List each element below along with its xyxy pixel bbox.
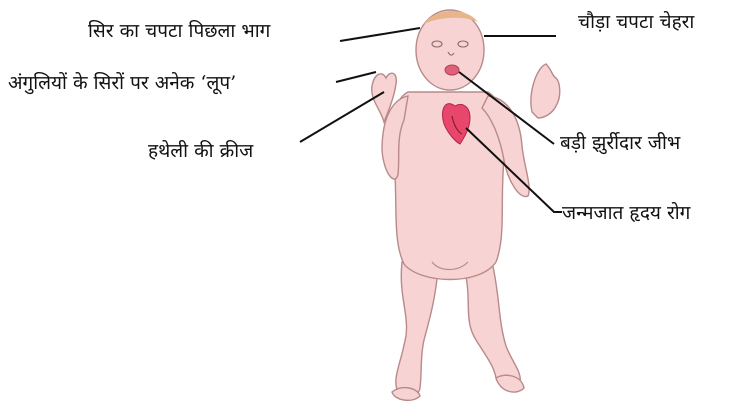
tongue-mouth	[445, 65, 459, 75]
right-leg	[462, 262, 520, 388]
label-tongue: बड़ी झुर्रीदार जीभ	[560, 134, 680, 153]
label-flat-face: चौड़ा चपटा चेहरा	[578, 13, 694, 32]
leader-finger-loops	[336, 72, 376, 82]
leader-palm-crease	[300, 92, 384, 142]
right-hand	[531, 64, 560, 118]
label-flat-back-head: सिर का चपटा पिछला भाग	[88, 22, 270, 41]
leader-flat-back-head	[340, 28, 420, 41]
label-finger-loops: अंगुलियों के सिरों पर अनेक ‘लूप’	[8, 74, 236, 93]
label-palm-crease: हथेली की क्रीज	[148, 142, 253, 161]
left-leg	[396, 262, 438, 397]
label-heart-disease: जन्मजात हृदय रोग	[562, 204, 690, 223]
baby-figure	[372, 10, 560, 400]
